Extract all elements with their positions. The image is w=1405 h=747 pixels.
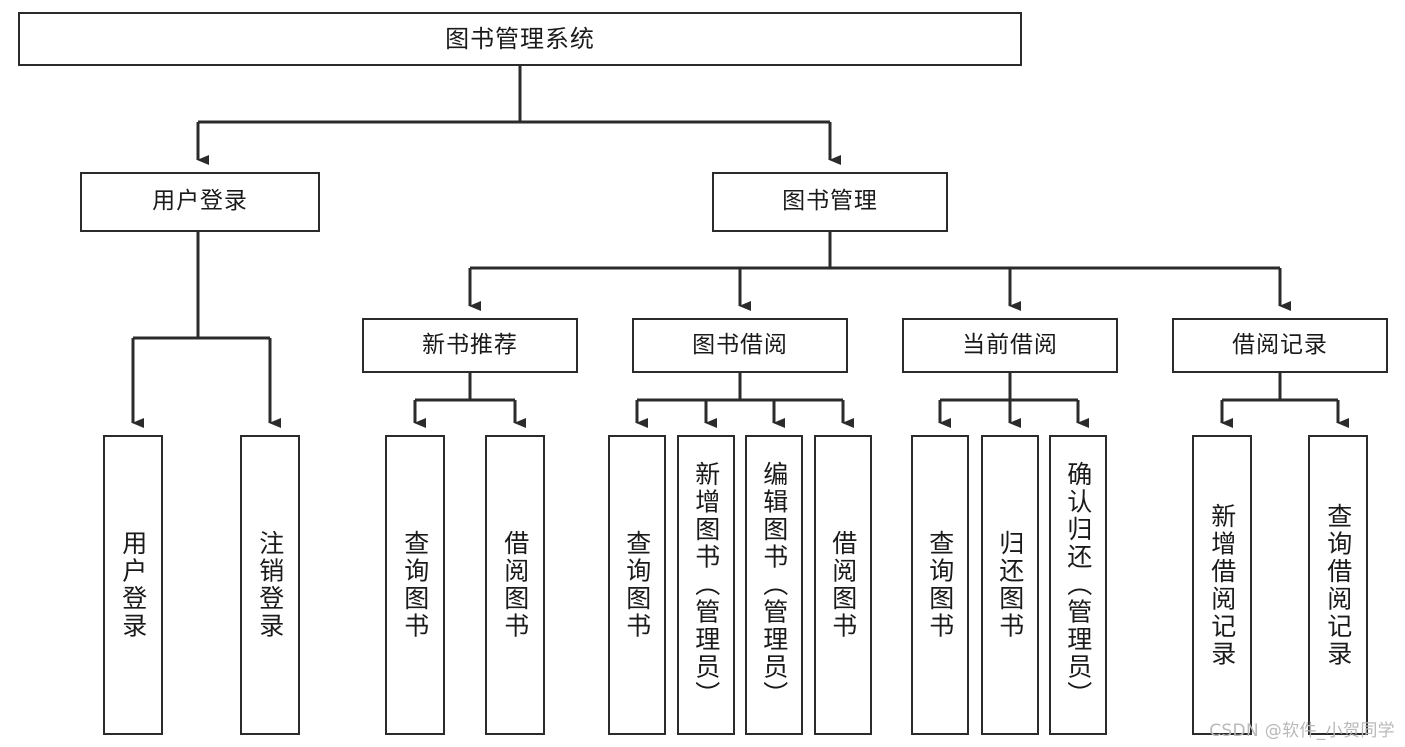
node-label: 查询图书 <box>622 530 652 640</box>
node-label: 确认归还（管理员） <box>1063 461 1093 709</box>
node-book-management[interactable]: 图书管理 <box>712 172 948 232</box>
leaf-return-book[interactable]: 归还图书 <box>981 435 1039 735</box>
leaf-borrow-book[interactable]: 借阅图书 <box>814 435 872 735</box>
leaf-query-borrow-record[interactable]: 查询借阅记录 <box>1308 435 1368 735</box>
node-label: 查询借阅记录 <box>1323 502 1353 668</box>
leaf-query-book-borrow[interactable]: 查询图书 <box>608 435 666 735</box>
node-label: 编辑图书（管理员） <box>759 461 789 709</box>
leaf-query-book-current[interactable]: 查询图书 <box>911 435 969 735</box>
node-borrow-record[interactable]: 借阅记录 <box>1172 318 1388 373</box>
node-root-system[interactable]: 图书管理系统 <box>18 12 1022 66</box>
leaf-query-book-new[interactable]: 查询图书 <box>385 435 445 735</box>
node-label: 用户登录 <box>118 530 148 640</box>
leaf-user-logout[interactable]: 注销登录 <box>240 435 300 735</box>
node-label: 用户登录 <box>152 188 248 215</box>
leaf-add-book-admin[interactable]: 新增图书（管理员） <box>677 435 735 735</box>
watermark: CSDN @软件_小贺同学 <box>1209 721 1395 741</box>
node-label: 查询图书 <box>925 530 955 640</box>
node-label: 新增借阅记录 <box>1207 502 1237 668</box>
node-label: 借阅记录 <box>1232 331 1328 358</box>
node-label: 当前借阅 <box>962 331 1058 358</box>
node-current-borrow[interactable]: 当前借阅 <box>902 318 1118 373</box>
node-label: 借阅图书 <box>500 530 530 640</box>
leaf-edit-book-admin[interactable]: 编辑图书（管理员） <box>745 435 803 735</box>
node-label: 新书推荐 <box>422 331 518 358</box>
leaf-confirm-return-admin[interactable]: 确认归还（管理员） <box>1049 435 1107 735</box>
leaf-borrow-book-new[interactable]: 借阅图书 <box>485 435 545 735</box>
node-label: 归还图书 <box>995 530 1025 640</box>
node-label: 新增图书（管理员） <box>691 461 721 709</box>
node-new-book-recommend[interactable]: 新书推荐 <box>362 318 578 373</box>
node-label: 图书管理 <box>782 188 878 215</box>
leaf-user-login[interactable]: 用户登录 <box>103 435 163 735</box>
node-label: 借阅图书 <box>828 530 858 640</box>
node-book-borrow[interactable]: 图书借阅 <box>632 318 848 373</box>
node-user-login[interactable]: 用户登录 <box>80 172 320 232</box>
leaf-add-borrow-record[interactable]: 新增借阅记录 <box>1192 435 1252 735</box>
node-label: 图书借阅 <box>692 331 788 358</box>
node-label: 图书管理系统 <box>445 24 595 53</box>
node-label: 查询图书 <box>400 530 430 640</box>
node-label: 注销登录 <box>255 530 285 640</box>
